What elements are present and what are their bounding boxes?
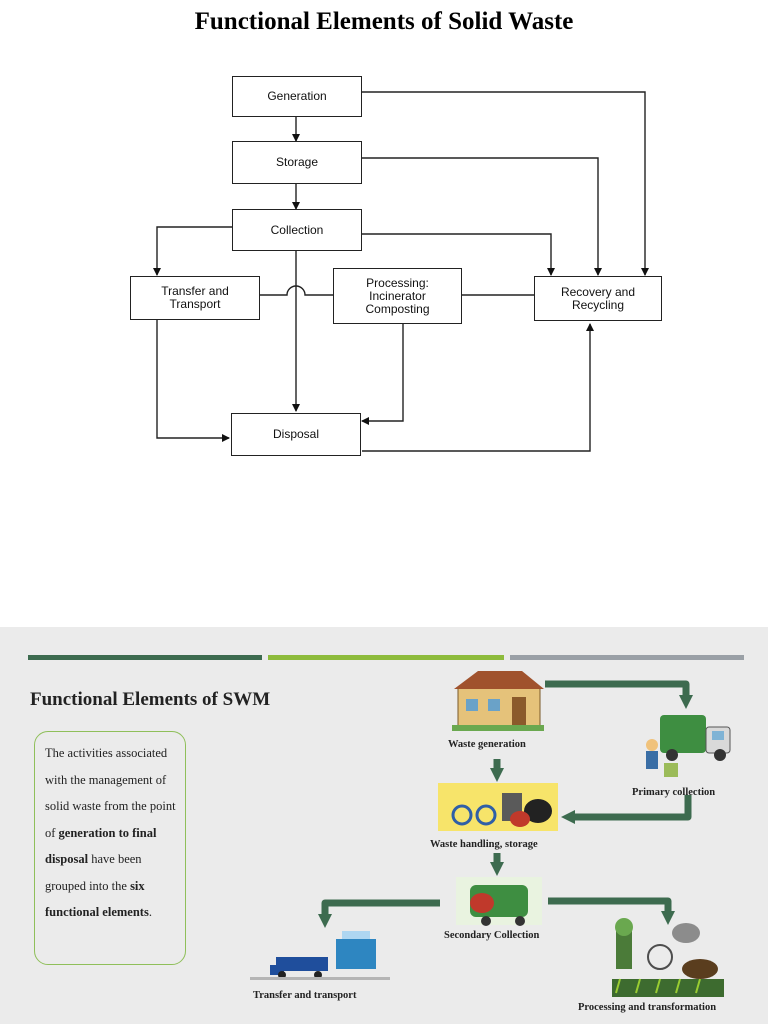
node-storage: Storage (232, 141, 362, 184)
process-illustration (250, 671, 731, 997)
arrow-primary-handling (561, 795, 692, 824)
description-box: The activities associated with the manag… (34, 731, 186, 965)
node-disposal: Disposal (231, 413, 361, 456)
slide-title: Functional Elements of SWM (30, 689, 271, 710)
house-icon (452, 671, 544, 731)
slide-title: Functional Elements of Solid Waste (194, 8, 574, 35)
node-generation: Generation (232, 76, 362, 117)
waste-bins-icon (438, 783, 558, 831)
node-collection: Collection (232, 209, 362, 251)
line-transfer-processing (260, 285, 333, 296)
garbage-truck-icon (646, 715, 731, 777)
arrow-disposal-recovery (362, 323, 594, 452)
flowchart-slide: Functional Elements of Solid Waste (130, 8, 662, 456)
arrow-collection-recovery (362, 233, 555, 276)
flow-connectors (153, 91, 649, 452)
header-bar-green-light (268, 655, 504, 660)
arrow-generation-recovery (362, 91, 649, 276)
arrow-secondary-transfer (318, 899, 440, 928)
swm-slide: Functional Elements of SWM The activitie… (0, 627, 768, 1024)
arrow-storage-recovery (362, 157, 602, 276)
header-bar-gray (510, 655, 744, 660)
header-bar-green-dark (28, 655, 262, 660)
label-waste-generation: Waste generation (448, 739, 526, 750)
arrow-processing-disposal (361, 324, 404, 425)
arrow-generation-primary (545, 680, 693, 709)
label-processing: Processing and transformation (578, 1002, 717, 1013)
recycling-icon (612, 918, 724, 997)
node-transfer-transport: Transfer and Transport (130, 276, 260, 320)
label-primary-collection: Primary collection (632, 787, 716, 798)
label-waste-handling: Waste handling, storage (430, 839, 538, 850)
label-secondary-collection: Secondary Collection (444, 930, 540, 941)
transfer-truck-icon (250, 931, 390, 980)
compactor-truck-icon (456, 877, 542, 926)
arrow-collection-transfer (153, 226, 232, 276)
arrow-secondary-processing (548, 897, 675, 925)
description-text: The activities associated with the manag… (45, 746, 176, 919)
label-transfer-transport: Transfer and transport (253, 990, 357, 1001)
node-recovery-recycling: Recovery and Recycling (534, 276, 662, 321)
node-processing: Processing: Incinerator Composting (333, 268, 462, 324)
arrow-transfer-disposal (156, 320, 230, 442)
